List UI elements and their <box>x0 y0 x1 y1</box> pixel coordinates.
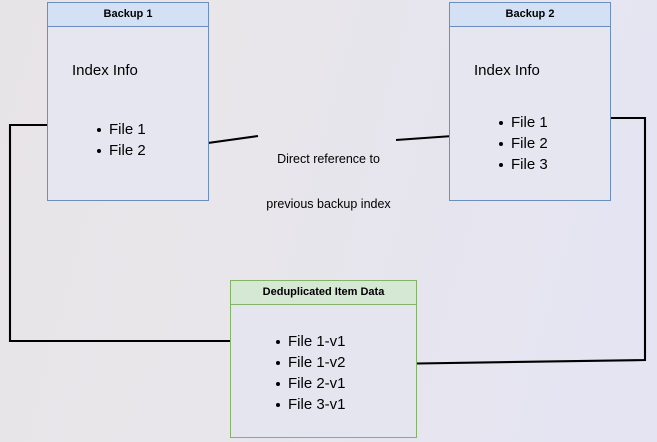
list-item: File 1-v1 <box>274 331 346 352</box>
node-backup-1[interactable]: Backup 1 Index Info File 1 File 2 <box>47 2 209 201</box>
list-item: File 2 <box>497 133 548 154</box>
node-backup-2-body: Index Info File 1 File 2 File 3 <box>450 27 610 200</box>
list-item: File 1 <box>95 119 146 140</box>
list-item: File 2-v1 <box>274 373 346 394</box>
node-backup-1-header: Backup 1 <box>48 3 208 27</box>
node-deduplicated-item-data-header: Deduplicated Item Data <box>231 281 416 305</box>
node-backup-1-item-list: File 1 File 2 <box>95 119 146 161</box>
edge-label-line-2: previous backup index <box>266 197 391 211</box>
node-backup-1-body: Index Info File 1 File 2 <box>48 27 208 200</box>
edge-label-direct-reference: Direct reference to previous backup inde… <box>251 122 406 242</box>
list-item: File 2 <box>95 140 146 161</box>
list-item: File 3 <box>497 154 548 175</box>
edge-label-line-1: Direct reference to <box>277 152 380 166</box>
list-item: File 1 <box>497 112 548 133</box>
node-backup-2[interactable]: Backup 2 Index Info File 1 File 2 File 3 <box>449 2 611 201</box>
node-backup-1-index-info-label: Index Info <box>72 62 138 79</box>
node-deduplicated-item-data[interactable]: Deduplicated Item Data File 1-v1 File 1-… <box>230 280 417 438</box>
node-deduplicated-item-data-body: File 1-v1 File 1-v2 File 2-v1 File 3-v1 <box>231 305 416 437</box>
node-backup-2-item-list: File 1 File 2 File 3 <box>497 112 548 175</box>
node-backup-2-index-info-label: Index Info <box>474 62 540 79</box>
node-backup-2-header: Backup 2 <box>450 3 610 27</box>
node-deduplicated-item-list: File 1-v1 File 1-v2 File 2-v1 File 3-v1 <box>274 331 346 415</box>
list-item: File 3-v1 <box>274 394 346 415</box>
list-item: File 1-v2 <box>274 352 346 373</box>
